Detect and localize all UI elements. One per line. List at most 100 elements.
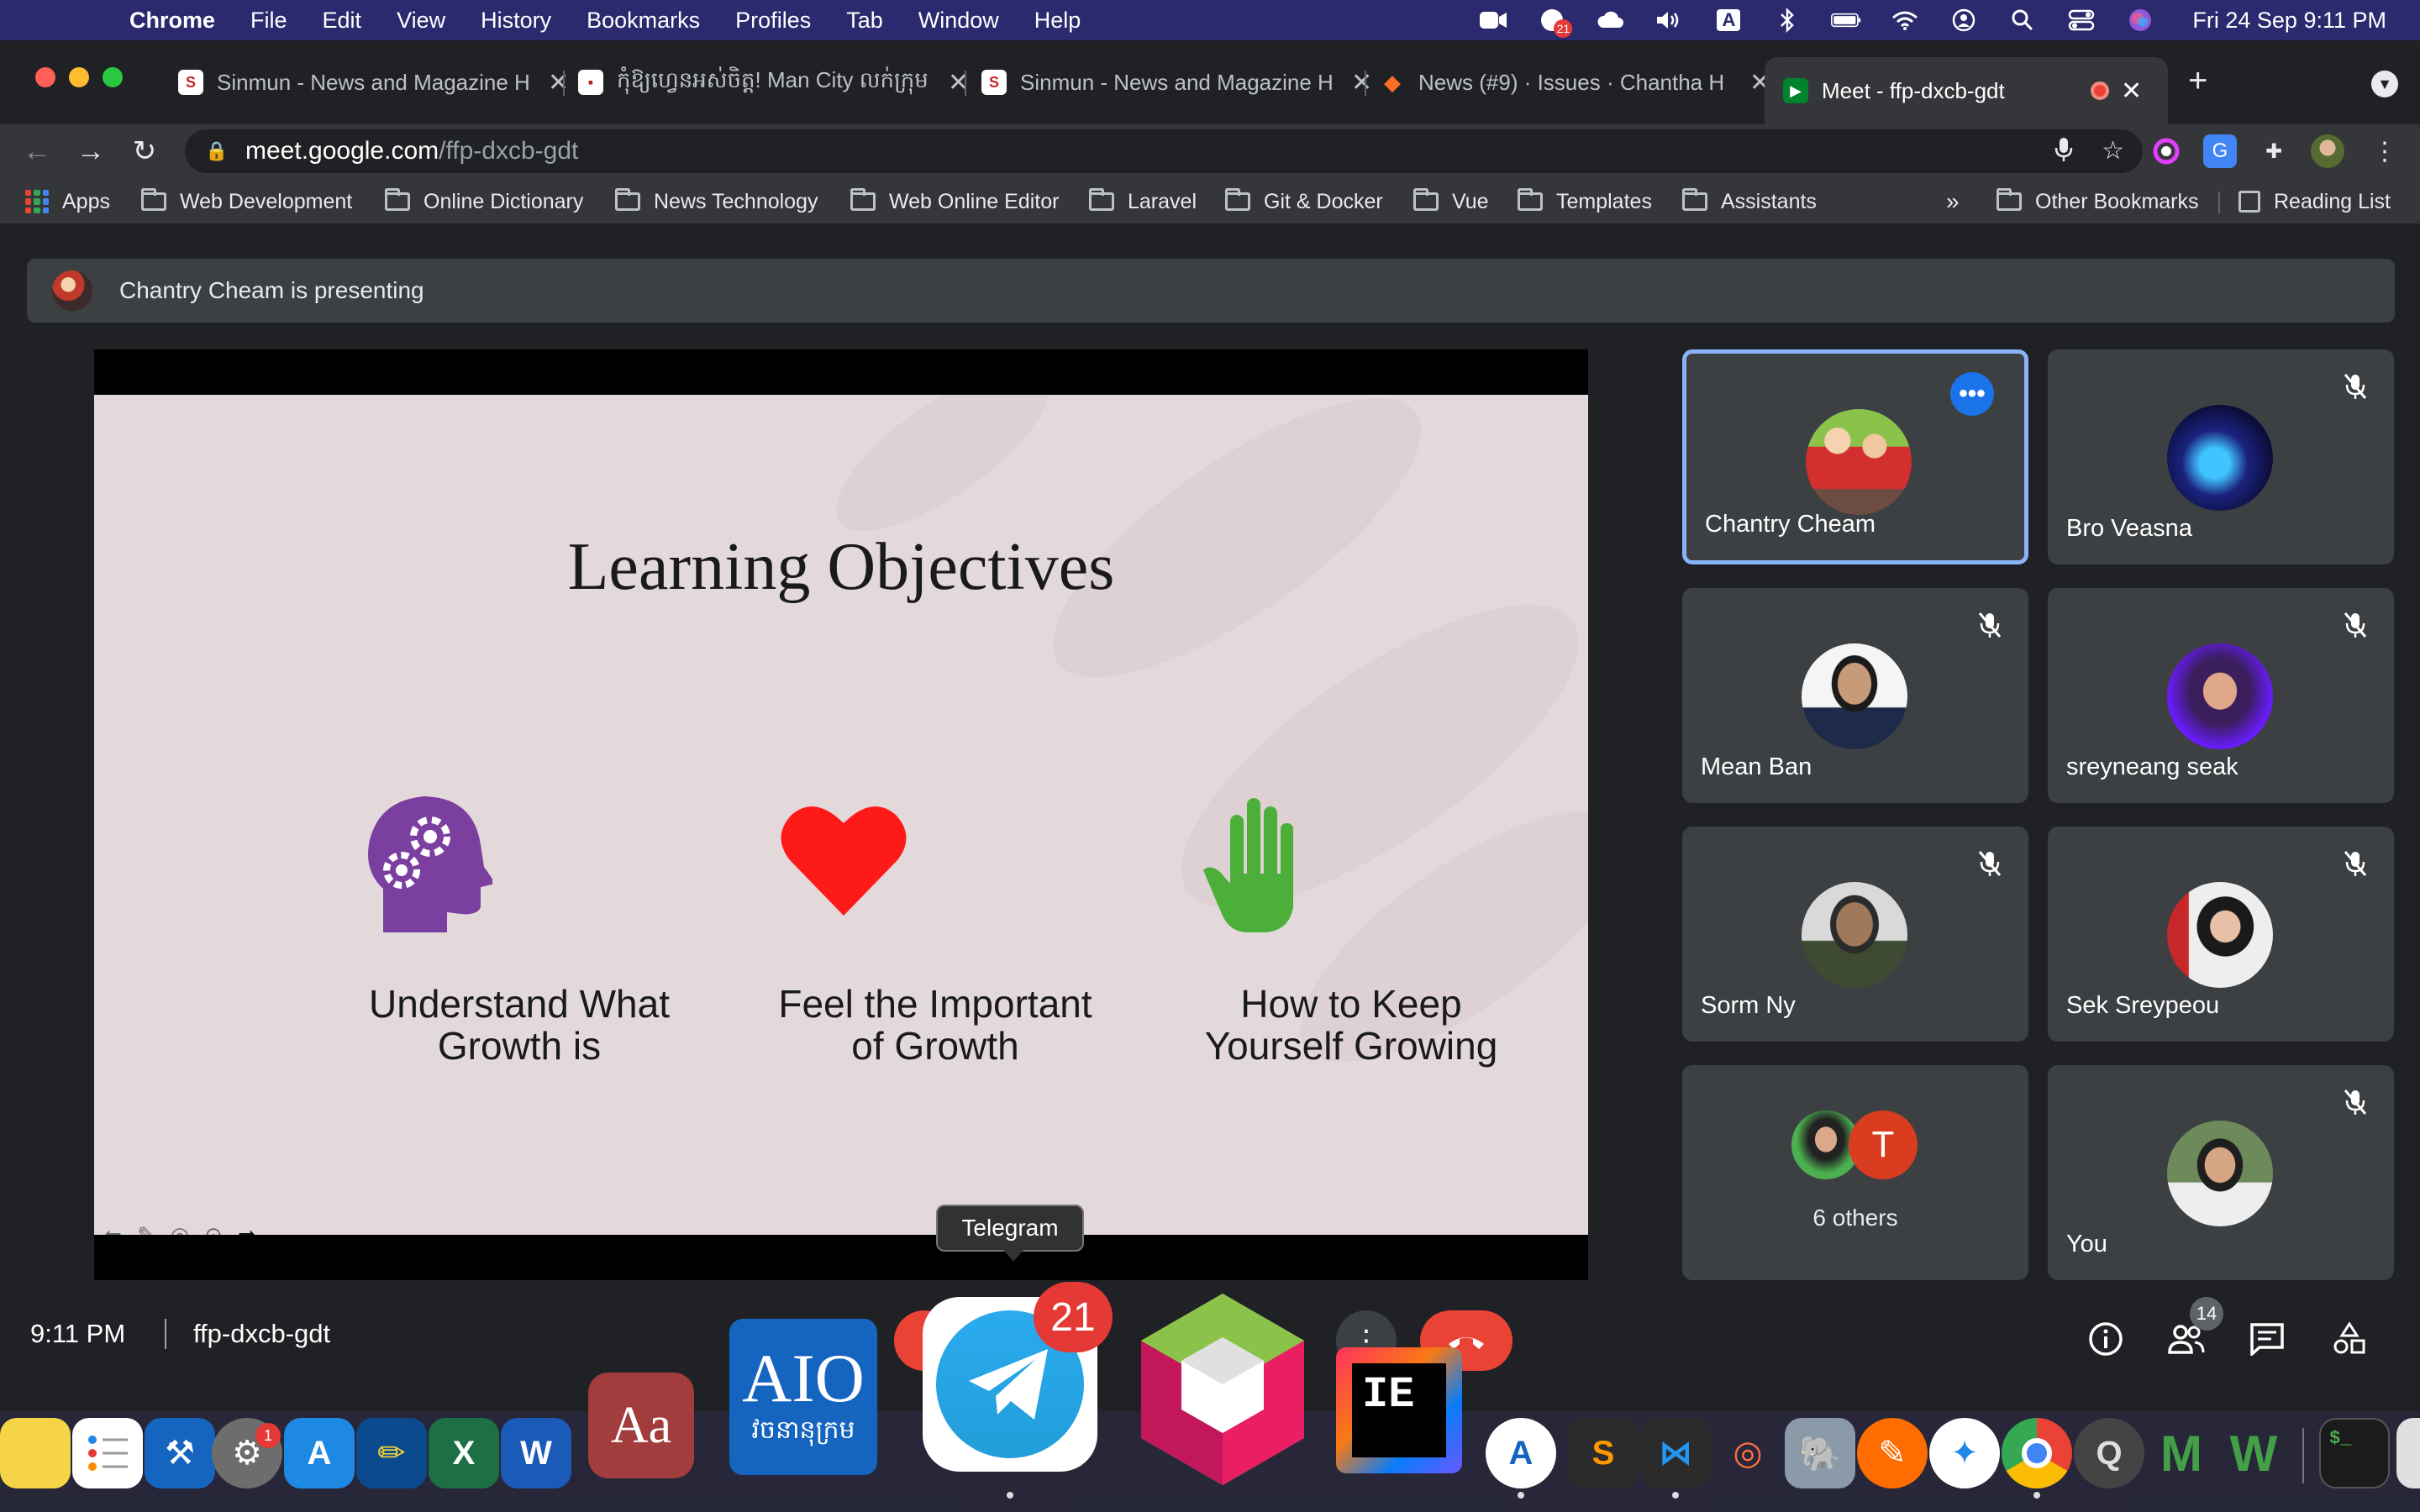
tab-close-icon[interactable]: ✕ — [548, 68, 570, 97]
bookmark-folder-web-online-editor[interactable]: Web Online Editor — [850, 186, 1059, 217]
dock-chrome-icon[interactable] — [2002, 1418, 2072, 1488]
dock-affinity-app-icon[interactable]: ◎ — [1733, 1435, 1763, 1472]
slide-more-icon[interactable]: ⊙ — [204, 1221, 223, 1236]
tab-close-icon[interactable]: ✕ — [1351, 68, 1373, 97]
participant-more-options-icon[interactable]: ••• — [1950, 372, 1994, 416]
bookmark-folder-templates[interactable]: Templates — [1518, 186, 1652, 217]
profile-avatar[interactable] — [2311, 134, 2344, 168]
participant-tile-sreyneang-seak[interactable]: sreyneang seak — [2048, 588, 2394, 803]
google-translate-icon[interactable]: G — [2203, 134, 2237, 168]
zoom-icon[interactable] — [1478, 8, 1508, 33]
dock-app-store-icon[interactable]: A — [284, 1418, 355, 1488]
dock-sublime-text-icon[interactable]: S — [1568, 1418, 1639, 1488]
menu-edit[interactable]: Edit — [322, 7, 362, 33]
bluetooth-icon[interactable] — [1772, 8, 1802, 33]
chrome-menu-icon[interactable]: ⋮ — [2372, 137, 2397, 165]
dock-netbeans-cube-icon[interactable] — [1136, 1290, 1309, 1488]
battery-icon[interactable] — [1831, 8, 1861, 33]
extension-color-ring-icon[interactable] — [2149, 134, 2183, 168]
bookmark-star-icon[interactable]: ☆ — [2102, 137, 2124, 165]
dock-android-studio-icon[interactable]: A — [1486, 1418, 1556, 1488]
participant-tile-others[interactable]: T 6 others — [1682, 1065, 2028, 1280]
tab-sinmun-2[interactable]: S Sinmun - News and Magazine H ✕ — [981, 62, 1372, 102]
microphone-icon[interactable] — [2054, 136, 2074, 170]
menu-profiles[interactable]: Profiles — [735, 7, 812, 33]
extensions-puzzle-icon[interactable]: ✚ — [2265, 139, 2283, 163]
menu-help[interactable]: Help — [1034, 7, 1081, 33]
dock-terminal-icon[interactable]: $_ — [2319, 1418, 2390, 1488]
dock-excel-icon[interactable]: X — [429, 1418, 499, 1488]
menu-file[interactable]: File — [250, 7, 287, 33]
activities-icon[interactable] — [2324, 1314, 2375, 1364]
dock-telegram-icon[interactable] — [923, 1297, 1097, 1472]
bookmark-folder-news-technology[interactable]: News Technology — [615, 186, 818, 217]
volume-icon[interactable] — [1655, 8, 1685, 33]
spotlight-search-icon[interactable] — [2007, 8, 2038, 33]
new-tab-button[interactable]: + — [2188, 62, 2208, 99]
people-icon[interactable] — [2161, 1314, 2212, 1364]
keyboard-input-icon[interactable]: A — [1713, 8, 1744, 33]
bookmark-folder-web-development[interactable]: Web Development — [141, 186, 352, 217]
back-button[interactable]: ← — [23, 134, 51, 167]
notification-app-icon[interactable]: 21 — [1537, 8, 1573, 38]
tab-search-chevron-icon[interactable]: ▼ — [2371, 71, 2398, 97]
control-center-icon[interactable] — [2066, 8, 2096, 33]
dock-xcode-icon[interactable]: ⚒ — [145, 1418, 215, 1488]
menubar-datetime[interactable]: Fri 24 Sep 9:11 PM — [2192, 7, 2386, 33]
tab-google-meet[interactable]: ▶ Meet - ffp-dxcb-gdt ✕ — [1765, 57, 2168, 124]
bookmark-folder-laravel[interactable]: Laravel — [1089, 186, 1197, 217]
dock-webstorm-w-icon[interactable]: W — [2229, 1425, 2278, 1482]
meeting-details-info-icon[interactable] — [2081, 1314, 2131, 1364]
tab-close-icon[interactable]: ✕ — [2121, 76, 2143, 105]
dock-quicktime-icon[interactable]: Q — [2074, 1418, 2144, 1488]
participant-tile-mean-ban[interactable]: Mean Ban — [1682, 588, 2028, 803]
dock-vscode-icon[interactable]: ⋈ — [1640, 1418, 1711, 1488]
bookmark-folder-online-dictionary[interactable]: Online Dictionary — [385, 186, 583, 217]
menu-app-name[interactable]: Chrome — [129, 7, 216, 33]
dock-notes-icon[interactable] — [0, 1418, 71, 1488]
bookmark-folder-vue[interactable]: Vue — [1413, 186, 1489, 217]
dock-safari-icon[interactable]: ✦ — [1929, 1418, 2000, 1488]
menu-window[interactable]: Window — [918, 7, 999, 33]
window-close-button[interactable] — [35, 67, 55, 87]
tab-sinmun-1[interactable]: S Sinmun - News and Magazine H ✕ — [178, 62, 569, 102]
dock-aio-dictionary-icon[interactable]: AIO វចនានុក្រម — [729, 1319, 877, 1475]
bookmark-folder-git-docker[interactable]: Git & Docker — [1225, 186, 1383, 217]
participant-tile-bro-veasna[interactable]: Bro Veasna — [2048, 349, 2394, 564]
user-icon[interactable] — [1949, 8, 1979, 33]
dock-reminders-icon[interactable] — [72, 1418, 143, 1488]
menu-view[interactable]: View — [397, 7, 446, 33]
menu-bookmarks[interactable]: Bookmarks — [587, 7, 701, 33]
dock-word-icon[interactable]: W — [501, 1418, 571, 1488]
dock-partial-app-icon[interactable] — [2396, 1418, 2420, 1488]
participant-tile-sek-sreypeou[interactable]: Sek Sreypeou — [2048, 827, 2394, 1042]
menu-history[interactable]: History — [481, 7, 552, 33]
tab-man-city-news[interactable]: ▪ កុំឱ្យហ្វេនអស់ចិត្ត! Man City លក់ក្រុម… — [578, 62, 969, 102]
slide-view-icon[interactable]: ◎ — [170, 1221, 190, 1236]
bookmark-folder-other-bookmarks[interactable]: Other Bookmarks — [1996, 186, 2199, 217]
siri-icon[interactable] — [2125, 8, 2155, 33]
slide-previous-arrow-icon[interactable]: ⬅ — [103, 1221, 122, 1236]
window-zoom-button[interactable] — [103, 67, 123, 87]
reload-button[interactable]: ↻ — [132, 135, 157, 167]
slide-next-arrow-icon[interactable]: ➡ — [238, 1221, 256, 1236]
dock-postgres-icon[interactable]: 🐘 — [1785, 1418, 1855, 1488]
wifi-icon[interactable] — [1890, 8, 1920, 33]
dock-intellij-idea-icon[interactable]: IE — [1336, 1347, 1462, 1473]
dock-dictionary-icon[interactable]: Aa — [588, 1373, 694, 1478]
forward-button[interactable]: → — [76, 134, 105, 167]
dock-pencil-app-icon[interactable]: ✏ — [356, 1418, 427, 1488]
bookmarks-overflow-button[interactable]: » — [1946, 188, 1960, 214]
menu-tab[interactable]: Tab — [846, 7, 883, 33]
tab-gitlab-issues[interactable]: ◆ News (#9) · Issues · Chantha H ✕ — [1380, 62, 1770, 102]
lock-icon[interactable]: 🔒 — [205, 140, 229, 161]
dock-postman-icon[interactable]: ✎ — [1857, 1418, 1928, 1488]
cloud-icon[interactable] — [1596, 8, 1626, 33]
address-bar[interactable]: 🔒 meet.google.com /ffp-dxcb-gdt ☆ — [185, 129, 2143, 173]
slide-pen-icon[interactable]: ✎ — [137, 1221, 155, 1236]
chat-icon[interactable] — [2242, 1314, 2292, 1364]
bookmark-folder-assistants[interactable]: Assistants — [1682, 186, 1817, 217]
reading-list-button[interactable]: Reading List — [2238, 186, 2391, 217]
participant-tile-sorm-ny[interactable]: Sorm Ny — [1682, 827, 2028, 1042]
bookmark-apps[interactable]: Apps — [25, 186, 110, 217]
